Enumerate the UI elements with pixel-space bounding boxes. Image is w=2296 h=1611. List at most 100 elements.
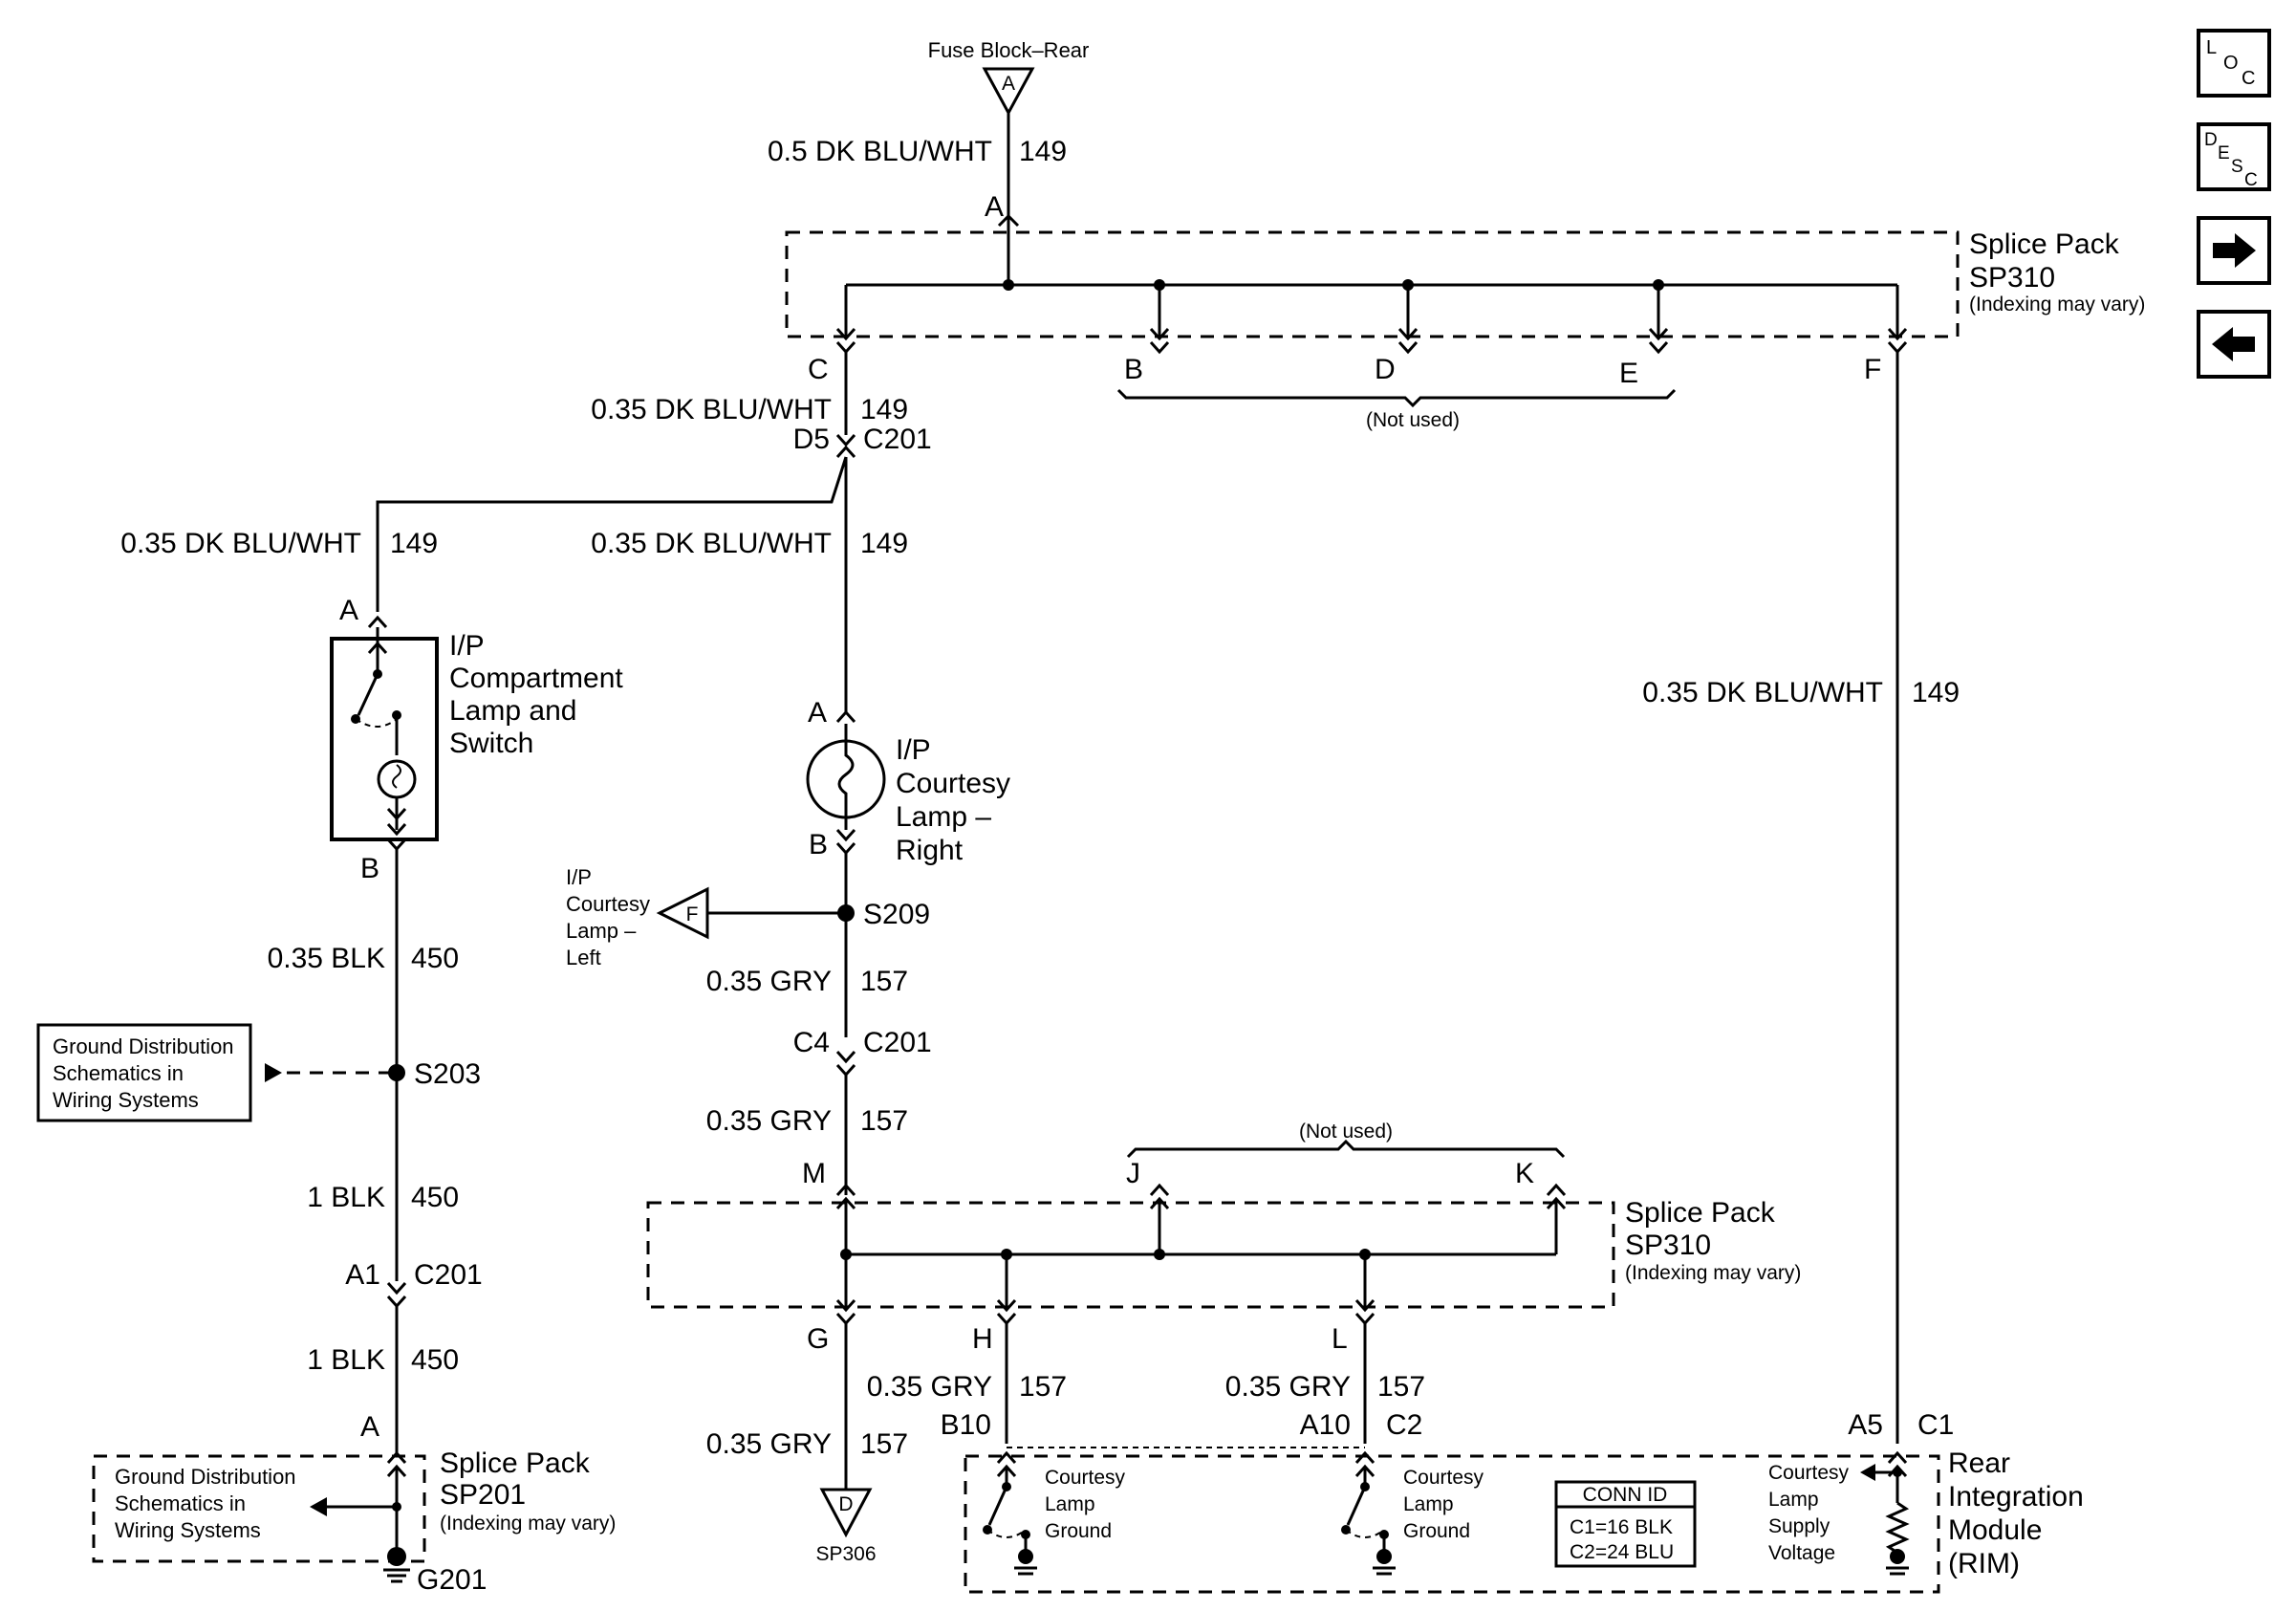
sp201-ref-line-1[interactable]: Ground Distribution — [115, 1465, 296, 1489]
fuse-terminal-triangle — [982, 67, 1035, 117]
s209-ref-terminal: F — [686, 903, 699, 925]
sp306-ref[interactable]: D SP306 — [815, 1488, 877, 1565]
s209-ref-courtesy-lamp-left[interactable]: F I/P Courtesy Lamp – Left — [566, 865, 709, 969]
connector-c201-c4: C201 — [863, 1027, 932, 1058]
s209-ref-line-3: Lamp – — [566, 919, 637, 943]
conn-id-frame — [1554, 1480, 1697, 1568]
s203-ref-line-1: Ground Distribution — [53, 1034, 234, 1058]
wire-149-left-circuit: 149 — [390, 528, 438, 559]
pin-l-chevron-2 — [1354, 1312, 1375, 1326]
splice-top-pin-a-connector — [997, 213, 1020, 228]
ip-courtesy-line-3: Lamp – — [896, 801, 991, 833]
desc-letter-2: E — [2218, 143, 2230, 163]
pin-h-chevron-1 — [996, 1298, 1017, 1313]
wire-149-left — [376, 456, 848, 612]
splice-top-pin-b: B — [1124, 354, 1143, 385]
desc-letter-1: D — [2204, 130, 2218, 150]
pin-g-chevron-2 — [835, 1312, 856, 1326]
splice-top-name: Splice Pack — [1969, 229, 2120, 260]
back-button[interactable] — [2197, 310, 2271, 379]
resistor-icon — [1885, 1501, 1910, 1557]
s209-ref-line-1: I/P — [566, 865, 592, 889]
loc-letter-3: C — [2242, 68, 2255, 89]
c201-d5-chevron-2 — [835, 445, 856, 459]
s203-ref-line-2: Schematics in — [53, 1061, 184, 1085]
rim-pin-c2: C2 — [1386, 1409, 1422, 1441]
sp201-ref-line-2[interactable]: Schematics in — [115, 1491, 246, 1515]
ip-compartment-switch-link — [355, 718, 398, 728]
fuse-block-title: Fuse Block–Rear — [928, 38, 1090, 62]
wire-450-b-circuit: 450 — [411, 1182, 459, 1213]
rim-switch-2-link — [1345, 1529, 1385, 1538]
s203-ground-distribution-ref[interactable]: Ground Distribution Schematics in Wiring… — [36, 1023, 252, 1122]
wire-157-g-size: 0.35 GRY — [706, 1428, 832, 1460]
rim-a5-chevron-1 — [1887, 1450, 1908, 1465]
s209-ref-line-2: Courtesy — [566, 892, 650, 916]
conn-id-c2: C2=24 BLU — [1570, 1541, 1674, 1563]
wire-157-g-circuit: 157 — [860, 1428, 908, 1460]
splice-201-ground-node — [387, 1547, 406, 1566]
pin-b-chevron-1 — [1149, 327, 1170, 341]
s203-ref-line-3: Wiring Systems — [53, 1088, 199, 1112]
rim-supply-line-2: Lamp — [1768, 1489, 1819, 1511]
rim-pin-b10: B10 — [941, 1409, 991, 1441]
desc-button[interactable]: D E S C — [2197, 122, 2271, 191]
sp306-terminal: D — [838, 1493, 853, 1515]
wire-149-right-size: 0.35 DK BLU/WHT — [1642, 677, 1883, 708]
s209-ref-terminal-triangle[interactable] — [656, 886, 709, 940]
splice-pack-top-outline — [785, 230, 1960, 338]
ip-compartment-pin-b: B — [360, 853, 379, 884]
wire-450-a-circuit: 450 — [411, 943, 459, 974]
rim-supply-line-4: Voltage — [1768, 1542, 1835, 1564]
ip-compartment-switch-arm — [357, 673, 379, 716]
ground-g201-label: G201 — [417, 1564, 487, 1596]
rim-outline — [964, 1454, 1940, 1594]
ip-compartment-pin-a-chevron — [367, 615, 388, 629]
courtesy-lamp-filament — [837, 724, 855, 830]
splice-top-id: SP310 — [1969, 262, 2055, 294]
desc-button-frame[interactable] — [2197, 122, 2271, 191]
not-used-label-top: (Not used) — [1366, 409, 1460, 431]
splice-top-pin-c: C — [808, 354, 829, 385]
ip-courtesy-pin-b-chevron-1 — [835, 828, 856, 842]
rim-pin-c1: C1 — [1917, 1409, 1954, 1441]
arrow-left-icon — [2212, 327, 2255, 361]
ip-courtesy-pin-a-chevron — [835, 709, 856, 724]
rim-switch-2-ground-node — [1376, 1549, 1392, 1564]
splice-mid-pin-j: J — [1126, 1158, 1140, 1189]
loc-button[interactable]: L O C — [2197, 29, 2271, 98]
sp201-ref-line-3[interactable]: Wiring Systems — [115, 1518, 261, 1542]
ip-courtesy-line-1: I/P — [896, 734, 931, 766]
splice-pack-sp201-outline — [92, 1454, 426, 1563]
rim-supply-ground-node — [1890, 1549, 1905, 1564]
wire-157-l-size: 0.35 GRY — [1225, 1371, 1351, 1403]
rim-ground1-line-2: Lamp — [1045, 1493, 1095, 1515]
back-button-frame[interactable] — [2197, 310, 2271, 379]
loc-button-frame[interactable] — [2197, 29, 2271, 98]
connector-c4: C4 — [793, 1027, 830, 1058]
rim-name-line-3: Module — [1948, 1514, 2042, 1546]
pin-e-chevron-1 — [1648, 327, 1669, 341]
pin-d-chevron-2 — [1397, 340, 1419, 355]
splice-mid-pin-h: H — [972, 1323, 993, 1355]
sp201-ground-distribution-ref[interactable]: Ground Distribution Schematics in Wiring… — [115, 1465, 296, 1542]
sp306-terminal-triangle[interactable] — [819, 1488, 873, 1538]
pin-c-chevron-1 — [835, 327, 856, 341]
wire-157-h-circuit: 157 — [1019, 1371, 1067, 1403]
splice-mid-pin-l: L — [1332, 1323, 1348, 1355]
pin-k-chevron-1 — [1546, 1183, 1567, 1197]
wire-149-mid-size: 0.35 DK BLU/WHT — [591, 528, 832, 559]
wire-157-a-size: 0.35 GRY — [706, 966, 832, 997]
conn-id-title: CONN ID — [1583, 1484, 1668, 1506]
forward-button[interactable] — [2197, 216, 2271, 285]
splice-201-note: (Indexing may vary) — [440, 1513, 616, 1535]
desc-letter-4: C — [2244, 170, 2258, 190]
splice-pack-mid-outline — [646, 1201, 1615, 1309]
s203-ref-arrow-icon — [265, 1063, 282, 1082]
pin-h-chevron-2 — [996, 1312, 1017, 1326]
ip-courtesy-pin-a: A — [808, 697, 827, 729]
conn-id-box: CONN ID C1=16 BLK C2=24 BLU — [1554, 1480, 1697, 1568]
pin-k-chevron-2 — [1546, 1196, 1567, 1210]
s203-ref-box[interactable] — [36, 1023, 252, 1122]
pin-f-chevron-2 — [1887, 340, 1908, 355]
